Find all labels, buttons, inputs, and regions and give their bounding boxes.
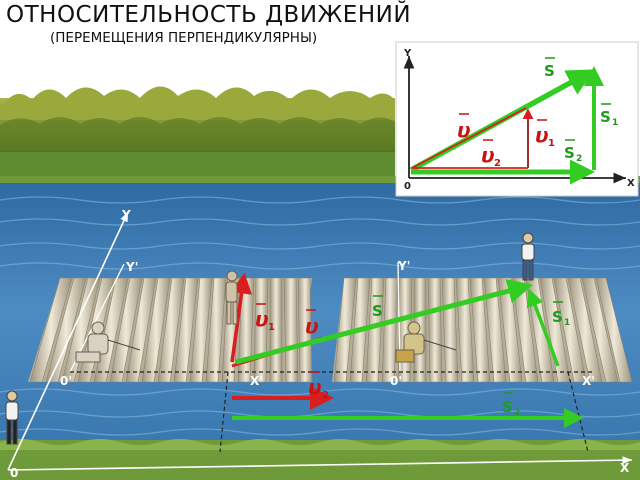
person-standing-right-raft <box>521 232 535 281</box>
svg-text:2: 2 <box>514 408 520 418</box>
svg-text:υ: υ <box>255 307 269 331</box>
scene-axis-y-prime-left-label: Y' <box>125 260 138 274</box>
inset-s1-label: S 1 <box>600 103 618 128</box>
inset-y-label: Y <box>403 48 412 59</box>
scene-axis-y-prime-right-label: Y' <box>397 259 410 273</box>
person-sitting-right-raft <box>395 321 457 363</box>
svg-text:1: 1 <box>612 118 618 128</box>
inset-s2-label: S 2 <box>564 139 582 164</box>
svg-text:1: 1 <box>564 318 570 328</box>
inset-s-label: S <box>544 57 555 80</box>
page-subtitle: (ПЕРЕМЕЩЕНИЯ ПЕРПЕНДИКУЛЯРНЫ) <box>50 30 318 46</box>
scene-s-arrow <box>235 278 533 365</box>
scene-axis-x-prime-right-label: X' <box>582 374 595 388</box>
scene-s1-arrow <box>526 288 560 367</box>
scene-origin-prime-right-label: 0' <box>390 374 402 388</box>
person-sitting-left-raft <box>75 321 141 363</box>
scene-v2-label: υ 2 <box>308 371 329 401</box>
trees-band <box>0 86 395 158</box>
svg-text:2: 2 <box>322 390 329 401</box>
scene-labels: Y Y' Y' 0 0' 0' X' X' X υ 1 υ υ 2 S S 1 <box>10 208 630 480</box>
person-on-shore <box>5 390 19 445</box>
svg-text:S: S <box>552 308 563 326</box>
svg-text:S: S <box>600 108 611 126</box>
svg-text:2: 2 <box>576 154 582 164</box>
page-title: ОТНОСИТЕЛЬНОСТЬ ДВИЖЕНИЙ <box>6 2 412 28</box>
svg-text:υ: υ <box>535 123 549 147</box>
scene-axis-x-label: X <box>620 461 630 475</box>
svg-text:S: S <box>564 144 575 162</box>
svg-text:υ: υ <box>457 118 471 142</box>
svg-text:1: 1 <box>268 322 275 333</box>
raft-right <box>332 277 633 383</box>
inset-v2-label: υ 2 <box>481 139 501 169</box>
inset-origin-label: 0 <box>404 181 411 192</box>
inset-x-label: X <box>627 178 635 189</box>
vector-inset: Y X 0 S S 1 S 2 υ υ 1 υ 2 <box>395 41 639 197</box>
scene-v1-arrow <box>230 272 252 363</box>
scene-origin-label: 0 <box>10 466 18 480</box>
svg-text:S: S <box>544 62 555 80</box>
inset-v-label: υ <box>457 113 471 142</box>
svg-text:S: S <box>502 398 513 416</box>
water-ripples <box>0 196 640 436</box>
person-standing-left-raft <box>225 270 238 325</box>
scene-origin-prime-left-label: 0' <box>60 374 72 388</box>
scene-v-label: υ <box>305 309 319 338</box>
svg-text:2: 2 <box>494 158 501 169</box>
svg-text:S: S <box>372 302 383 320</box>
inset-v-arrow <box>411 107 527 169</box>
inset-v1-label: υ 1 <box>535 119 555 149</box>
scene-s-label: S <box>372 295 383 320</box>
scene-axis-y-label: Y <box>121 208 131 222</box>
scene-axis-x-prime-left-label: X' <box>250 374 263 388</box>
scene-s1-label: S 1 <box>552 301 570 328</box>
svg-text:υ: υ <box>481 143 495 167</box>
svg-text:1: 1 <box>548 138 555 149</box>
scene-s2-label: S 2 <box>502 392 520 418</box>
svg-text:υ: υ <box>305 314 319 338</box>
scene-v1-label: υ 1 <box>255 303 275 333</box>
svg-text:υ: υ <box>308 375 322 399</box>
scene-vectors <box>230 272 584 428</box>
